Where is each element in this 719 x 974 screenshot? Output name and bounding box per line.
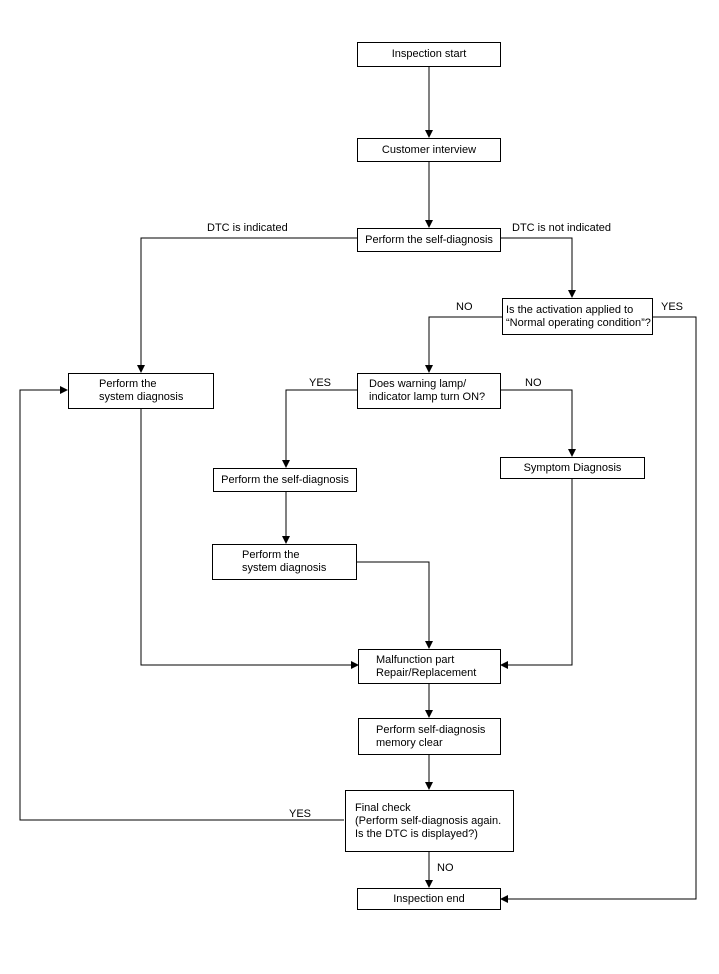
- connector-dtc-not-indicated: [501, 237, 576, 298]
- system-diagnosis-mid-line1: Perform the: [242, 549, 300, 561]
- self-diagnosis-mid-text: Perform the self-diagnosis: [221, 473, 349, 486]
- warning-lamp-question-line2: indicator lamp turn ON?: [369, 391, 486, 403]
- label-final-no: NO: [437, 862, 454, 874]
- self-diagnosis-top-text: Perform the self-diagnosis: [365, 233, 493, 246]
- inspection-start-box: Inspection start: [357, 42, 501, 67]
- label-activation-no: NO: [456, 301, 473, 313]
- connector-dtc-indicated: [137, 237, 358, 373]
- final-check-line2: (Perform self-diagnosis again.: [355, 814, 502, 827]
- customer-interview-box: Customer interview: [357, 138, 501, 162]
- connector-sysdiag-mid-to-repair: [357, 561, 433, 649]
- system-diagnosis-left-line1: Perform the: [99, 378, 157, 390]
- final-check-line1: Final check: [355, 801, 411, 814]
- warning-lamp-question-line1: Does warning lamp/: [369, 378, 467, 390]
- label-dtc-not-indicated: DTC is not indicated: [512, 222, 612, 234]
- self-diagnosis-top-box: Perform the self-diagnosis: [357, 228, 501, 252]
- inspection-start-text: Inspection start: [391, 48, 467, 60]
- system-diagnosis-left-box: Perform the system diagnosis: [68, 373, 214, 409]
- label-activation-yes: YES: [661, 301, 684, 313]
- activation-question-box: Is the activation applied to “Normal ope…: [502, 298, 653, 335]
- self-diagnosis-mid-box: Perform the self-diagnosis: [213, 468, 357, 492]
- system-diagnosis-mid-box: Perform the system diagnosis: [212, 544, 357, 580]
- warning-lamp-question-box: Does warning lamp/ indicator lamp turn O…: [357, 373, 501, 409]
- connector-lamp-no: [501, 389, 576, 457]
- label-lamp-yes: YES: [309, 377, 332, 389]
- symptom-diagnosis-box: Symptom Diagnosis: [500, 457, 645, 479]
- malfunction-repair-box: Malfunction part Repair/Replacement: [358, 649, 501, 684]
- label-final-yes: YES: [289, 808, 312, 820]
- malfunction-repair-line2: Repair/Replacement: [376, 666, 477, 679]
- connector-final-yes: [19, 386, 344, 821]
- connector-activation-no: [425, 316, 503, 373]
- final-check-box: Final check (Perform self-diagnosis agai…: [345, 790, 514, 852]
- customer-interview-text: Customer interview: [381, 143, 477, 156]
- connector-symptom-to-repair: [500, 479, 573, 669]
- activation-question-line1: Is the activation applied to: [506, 303, 634, 316]
- final-check-line3: Is the DTC is displayed?): [355, 827, 478, 840]
- memory-clear-line2: memory clear: [376, 736, 443, 749]
- activation-question-line2: “Normal operating condition”?: [506, 316, 651, 329]
- connector-sysdiag-left-to-repair: [140, 409, 359, 669]
- inspection-end-box: Inspection end: [357, 888, 501, 910]
- memory-clear-box: Perform self-diagnosis memory clear: [358, 718, 501, 755]
- symptom-diagnosis-text: Symptom Diagnosis: [523, 461, 622, 474]
- label-lamp-no: NO: [525, 377, 542, 389]
- memory-clear-line1: Perform self-diagnosis: [376, 723, 486, 736]
- connector-activation-yes: [500, 316, 697, 903]
- system-diagnosis-left-line2: system diagnosis: [99, 391, 184, 403]
- connector-lamp-yes: [282, 389, 358, 468]
- label-dtc-indicated: DTC is indicated: [207, 222, 288, 234]
- inspection-end-text: Inspection end: [393, 892, 465, 905]
- malfunction-repair-line1: Malfunction part: [376, 653, 455, 666]
- system-diagnosis-mid-line2: system diagnosis: [242, 562, 327, 574]
